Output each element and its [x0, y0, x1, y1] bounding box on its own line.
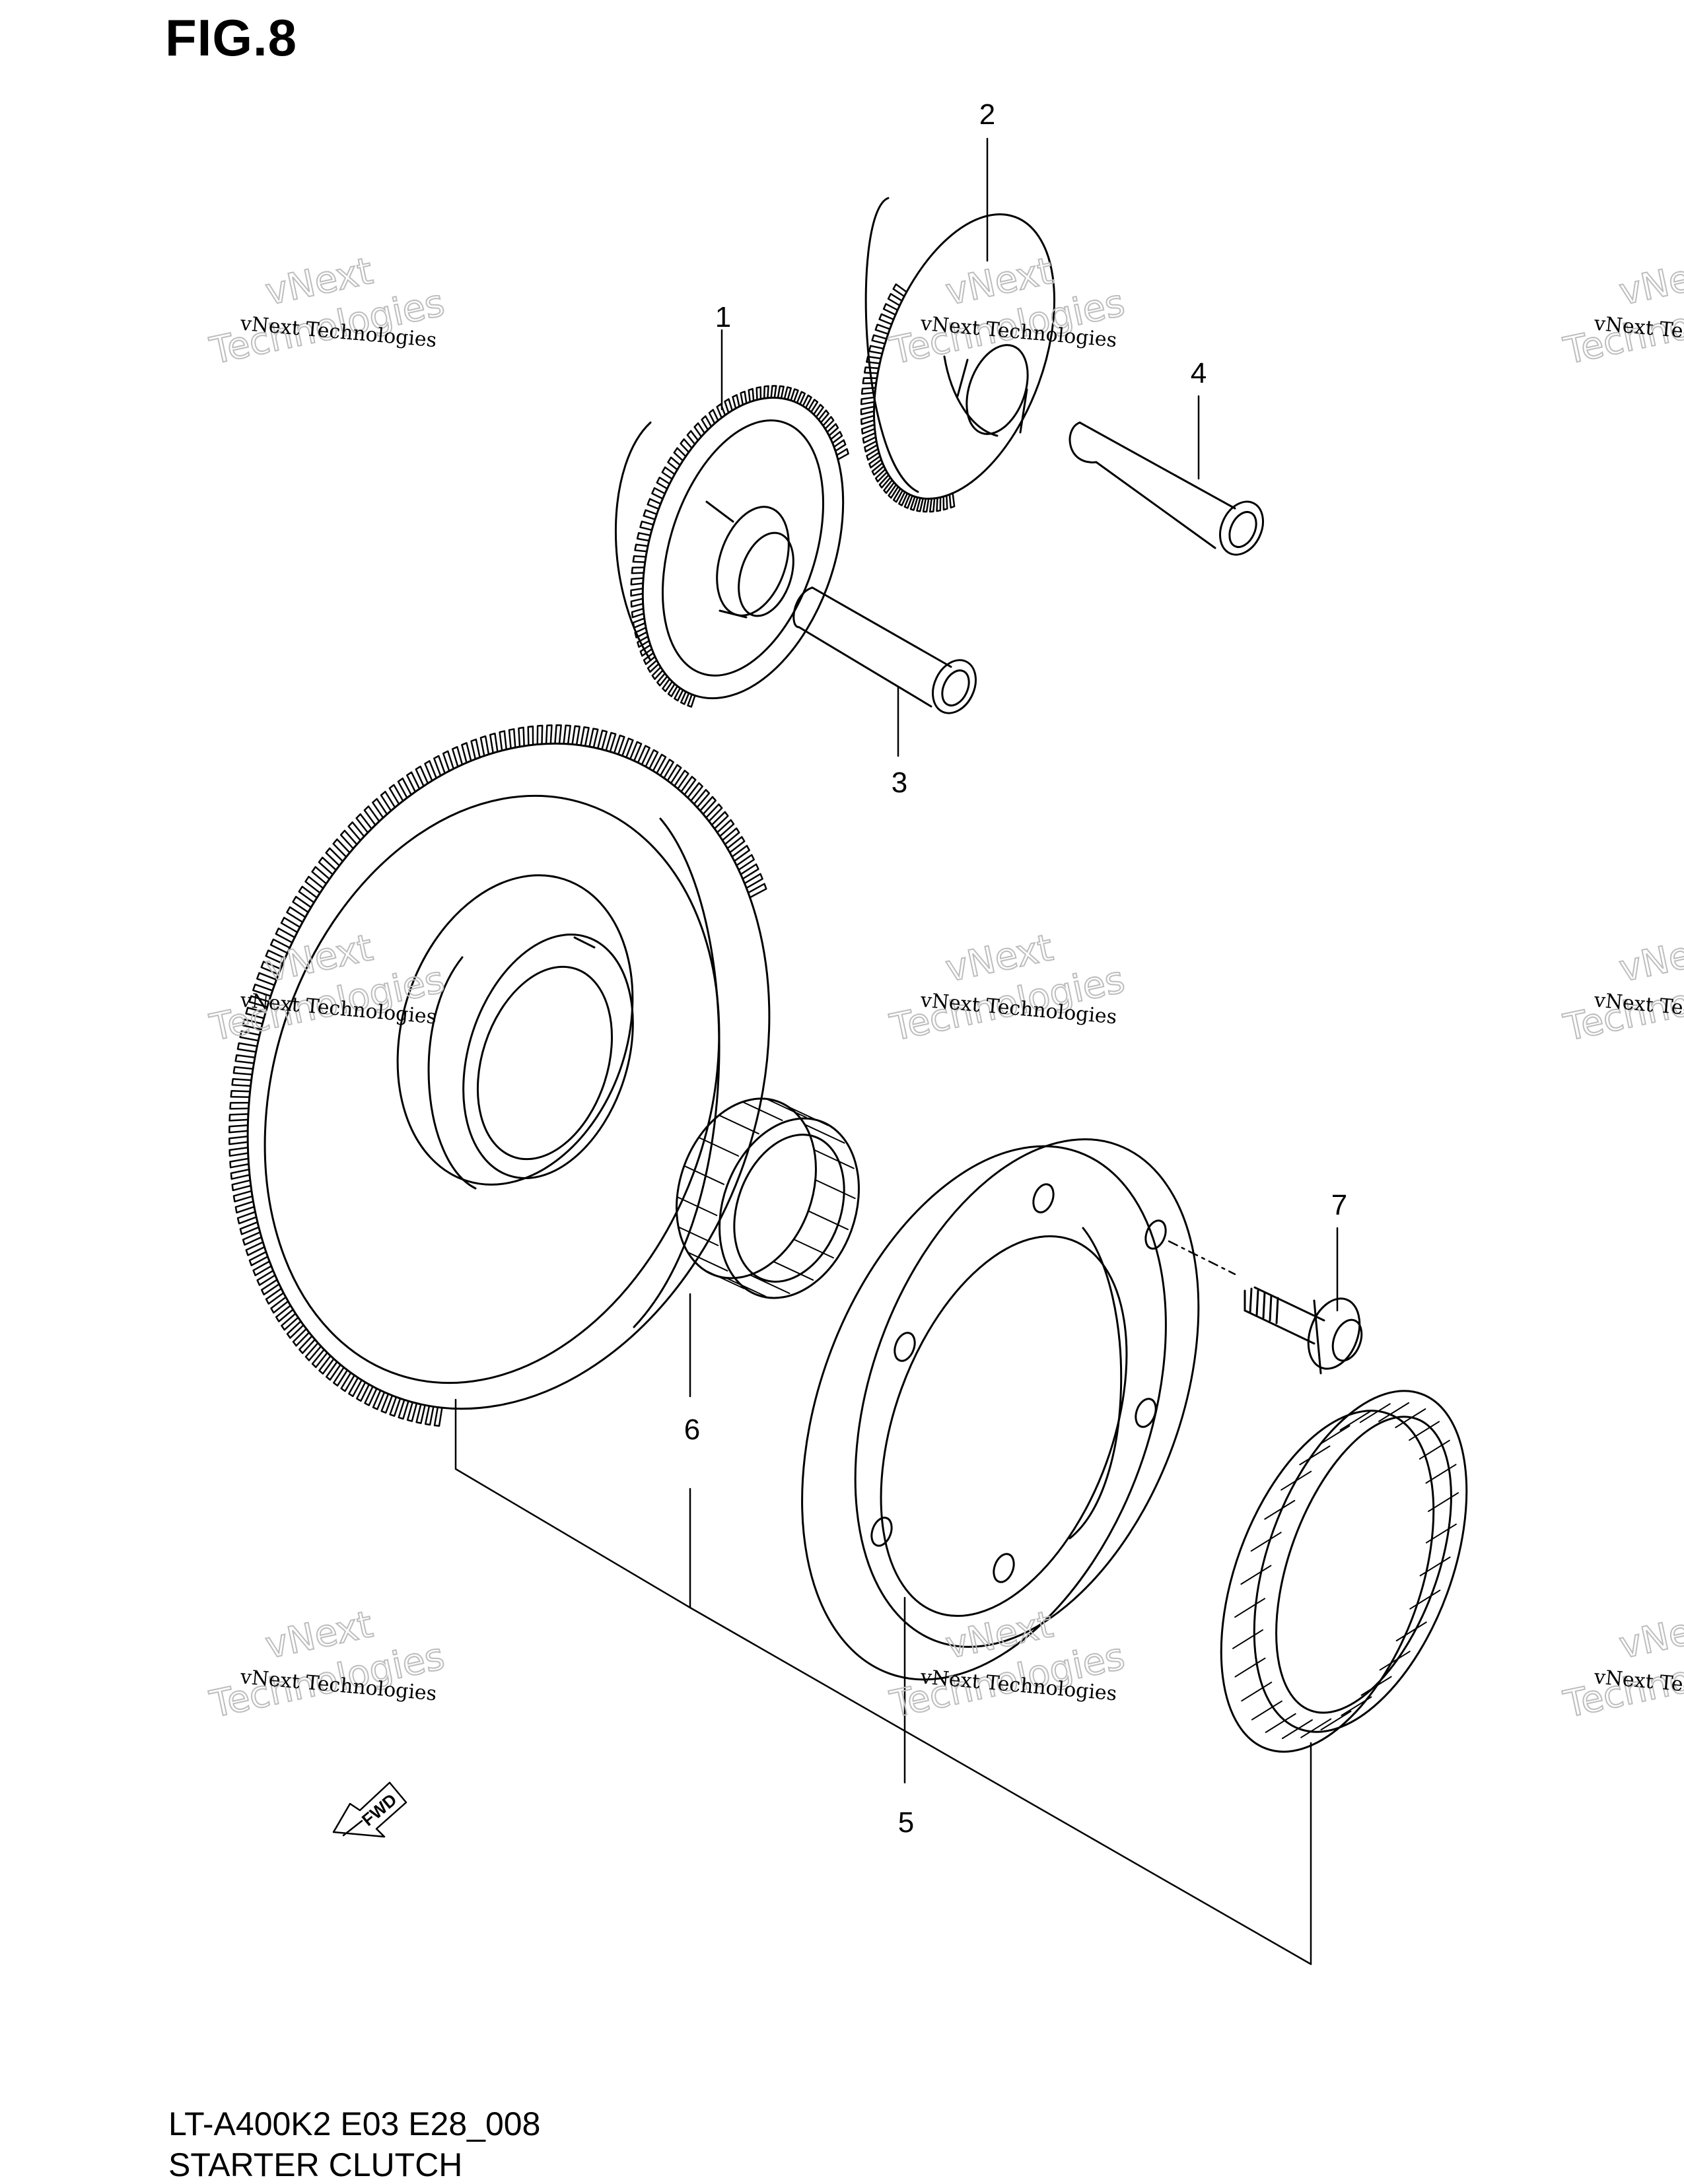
svg-text:vNext: vNext: [1615, 1603, 1684, 1668]
leader-lines: [454, 137, 1339, 1965]
svg-text:vNext: vNext: [1615, 250, 1684, 314]
forward-arrow-icon: [332, 1781, 407, 1838]
callout-4: 4: [1191, 357, 1207, 390]
part-1-reduction-gear: [614, 385, 849, 708]
callout-7: 7: [1331, 1189, 1347, 1221]
callout-2: 2: [979, 98, 995, 131]
callout-5: 5: [898, 1806, 914, 1839]
callout-6: 6: [684, 1414, 700, 1446]
part-6-needle-bearing: [676, 1097, 860, 1299]
callout-3: 3: [892, 767, 907, 799]
part-4-shaft: [1069, 421, 1264, 556]
svg-text:vNext: vNext: [1615, 926, 1684, 991]
starter-driven-gear: [228, 724, 771, 1427]
part-2-idle-gear: [860, 197, 1056, 513]
callout-labels: 1 2 3 4 5 6 7 FWD: [358, 98, 1347, 1839]
part-5-clutch-housing: [801, 1138, 1200, 1681]
one-way-clutch: [1220, 1390, 1468, 1753]
callout-1: 1: [715, 301, 731, 333]
part-3-shaft: [792, 586, 977, 714]
figure-title: FIG.8: [165, 9, 298, 67]
model-code: LT-A400K2 E03 E28_008: [168, 2105, 541, 2142]
part-7-bolt: [1168, 1240, 1363, 1375]
figure-name: STARTER CLUTCH: [168, 2146, 463, 2183]
